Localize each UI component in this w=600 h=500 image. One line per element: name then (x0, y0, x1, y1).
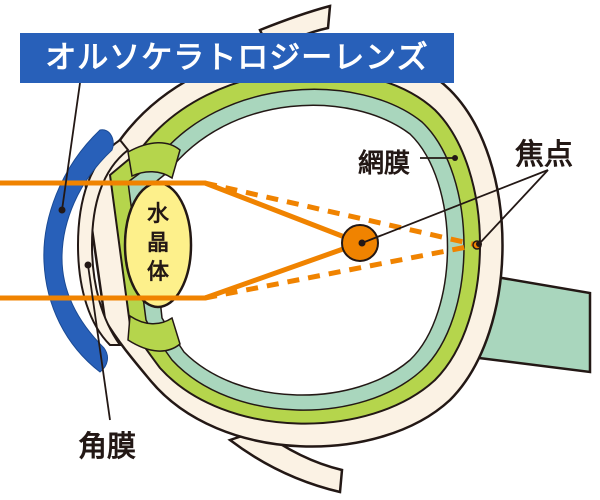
ortho-k-lens (43, 129, 114, 373)
ciliary-lower (127, 314, 181, 352)
leader-focus-1 (361, 169, 549, 244)
lens-char-3: 体 (146, 260, 169, 285)
cornea (76, 138, 130, 346)
leader-title (61, 82, 81, 211)
leader-focus-2 (478, 169, 549, 245)
retina-label: 網膜 (358, 149, 411, 179)
dashed-ray-lower (204, 242, 478, 301)
title-banner: オルソケラトロジーレンズ (20, 33, 454, 83)
lens-char-2: 晶 (146, 231, 169, 256)
cornea-label: 角膜 (78, 429, 137, 463)
crystalline-lens-label: 水 晶 体 (138, 200, 178, 287)
leader-cornea (87, 264, 111, 421)
lens-char-1: 水 (146, 202, 169, 227)
ciliary-upper (127, 142, 181, 180)
focus-label: 焦点 (515, 137, 574, 171)
dashed-ray-upper (204, 180, 478, 248)
vitreous-body (147, 104, 449, 396)
